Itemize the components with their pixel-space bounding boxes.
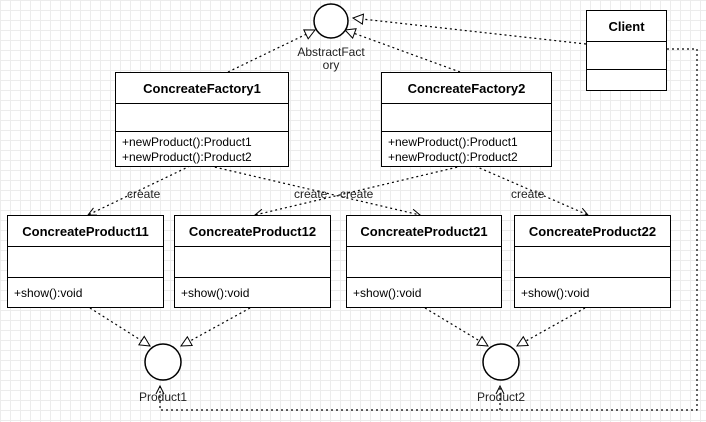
product1-interface-circle (144, 343, 182, 381)
factory1-operation: +newProduct():Product1 (122, 135, 252, 149)
concreate-factory2-class[interactable]: ConcreateFactory2 +newProduct():Product1… (381, 72, 552, 167)
product22-class-name: ConcreateProduct22 (515, 216, 670, 247)
product11-operation: +show():void (14, 286, 83, 300)
factory1-operation: +newProduct():Product2 (122, 150, 252, 164)
realize-product22-product2 (517, 307, 586, 346)
client-class-operations (587, 70, 666, 90)
realize-product12-product1 (181, 307, 251, 346)
create-factory2-product12 (255, 165, 463, 215)
product22-class-operations: +show():void (515, 278, 670, 307)
client-class[interactable]: Client (586, 10, 667, 91)
product22-class-attributes (515, 247, 670, 278)
client-to-abstractfactory (353, 18, 587, 45)
create-factory1-product11 (88, 165, 191, 215)
factory1-class-attributes (116, 104, 288, 132)
concreate-product21-class[interactable]: ConcreateProduct21 +show():void (346, 215, 502, 308)
client-class-attributes (587, 42, 666, 70)
product11-class-attributes (8, 247, 163, 278)
client-to-products-path (160, 48, 698, 411)
factory2-class-attributes (382, 104, 551, 132)
concreate-factory1-class[interactable]: ConcreateFactory1 +newProduct():Product1… (115, 72, 289, 167)
realize-factory1-abstractfactory (227, 30, 315, 73)
factory2-operation: +newProduct():Product2 (388, 150, 518, 164)
abstract-factory-label: AbstractFact ory (286, 46, 376, 72)
realize-product21-product2 (424, 307, 488, 346)
client-class-name: Client (587, 11, 666, 42)
product21-class-operations: +show():void (347, 278, 501, 307)
create-label-f2-p12: create (340, 187, 374, 201)
concreate-product11-class[interactable]: ConcreateProduct11 +show():void (7, 215, 164, 308)
abstract-factory-interface-circle (313, 3, 349, 39)
realize-product11-product1 (89, 307, 150, 346)
concreate-product22-class[interactable]: ConcreateProduct22 +show():void (514, 215, 671, 308)
product21-class-attributes (347, 247, 501, 278)
product1-label: Product1 (138, 390, 188, 404)
product12-class-operations: +show():void (175, 278, 330, 307)
product11-class-name: ConcreateProduct11 (8, 216, 163, 247)
create-label-f2-p22: create (511, 187, 545, 201)
product22-operation: +show():void (521, 286, 590, 300)
abstract-factory-label-line2: ory (322, 58, 340, 72)
concreate-product12-class[interactable]: ConcreateProduct12 +show():void (174, 215, 331, 308)
abstract-factory-label-line1: AbstractFact (297, 45, 365, 59)
factory2-class-operations: +newProduct():Product1 +newProduct():Pro… (382, 132, 551, 168)
create-label-f1-p11: create (127, 187, 161, 201)
factory1-class-operations: +newProduct():Product1 +newProduct():Pro… (116, 132, 288, 168)
product21-operation: +show():void (353, 286, 422, 300)
factory1-class-name: ConcreateFactory1 (116, 73, 288, 104)
product21-class-name: ConcreateProduct21 (347, 216, 501, 247)
create-factory1-product21 (209, 165, 420, 215)
create-factory2-product22 (474, 165, 588, 215)
factory2-class-name: ConcreateFactory2 (382, 73, 551, 104)
realize-factory2-abstractfactory (345, 30, 461, 73)
factory2-operation: +newProduct():Product1 (388, 135, 518, 149)
product12-class-name: ConcreateProduct12 (175, 216, 330, 247)
product2-label: Product2 (476, 390, 526, 404)
create-label-f1-p21: create (294, 187, 328, 201)
product12-class-attributes (175, 247, 330, 278)
product12-operation: +show():void (181, 286, 250, 300)
product2-interface-circle (482, 343, 520, 381)
product11-class-operations: +show():void (8, 278, 163, 307)
